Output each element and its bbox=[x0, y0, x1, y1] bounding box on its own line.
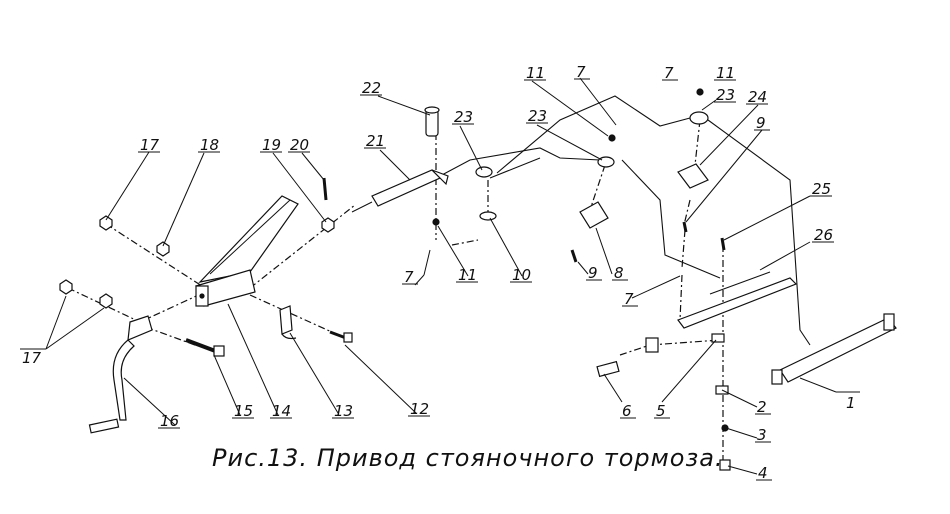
pin-part-22 bbox=[424, 106, 440, 137]
nut-part-17-top bbox=[99, 215, 113, 231]
label-3: 3 bbox=[757, 426, 767, 444]
label-18: 18 bbox=[200, 136, 219, 154]
pin-part-6 bbox=[596, 360, 620, 378]
lever-arm-part-16 bbox=[88, 315, 153, 434]
label-7-right: 7 bbox=[664, 64, 674, 82]
pin-part-11-c bbox=[696, 88, 704, 96]
parts bbox=[59, 88, 897, 471]
bolt-part-12 bbox=[329, 330, 353, 343]
bolt-part-15 bbox=[185, 338, 225, 357]
brake-cables bbox=[439, 95, 811, 346]
label-8: 8 bbox=[614, 264, 624, 282]
clip-part-5 bbox=[711, 333, 725, 343]
pin-part-11-b bbox=[608, 134, 616, 142]
label-24: 24 bbox=[748, 88, 767, 106]
label-23-b: 23 bbox=[528, 107, 547, 125]
label-6: 6 bbox=[622, 402, 632, 420]
label-7-lower: 7 bbox=[624, 290, 634, 308]
fork-part bbox=[645, 337, 659, 353]
figure-caption: Рис.13. Привод стояночного тормоза. bbox=[212, 444, 724, 472]
label-20: 20 bbox=[290, 136, 309, 154]
lever-part-14 bbox=[195, 195, 299, 307]
label-9-right: 9 bbox=[756, 114, 766, 132]
label-25: 25 bbox=[812, 180, 831, 198]
bracket-part-8 bbox=[579, 201, 609, 229]
label-26: 26 bbox=[814, 226, 833, 244]
label-7-left: 7 bbox=[404, 268, 414, 286]
label-17-left: 17 bbox=[22, 349, 42, 367]
bolt-part-9-a bbox=[570, 249, 578, 263]
label-16: 16 bbox=[160, 412, 179, 430]
pulley-part-23-b bbox=[597, 156, 615, 168]
label-15: 15 bbox=[234, 402, 253, 420]
label-4: 4 bbox=[758, 464, 768, 482]
label-12: 12 bbox=[410, 400, 429, 418]
label-9-left: 9 bbox=[588, 264, 598, 282]
label-2: 2 bbox=[757, 398, 767, 416]
nut-part-17-left-b bbox=[99, 293, 113, 309]
label-17-top: 17 bbox=[140, 136, 160, 154]
label-10: 10 bbox=[512, 266, 531, 284]
label-7-top: 7 bbox=[576, 63, 586, 81]
pulley-part-23-a bbox=[475, 166, 493, 178]
leader-lines bbox=[45, 77, 837, 475]
bolt-part-25 bbox=[720, 237, 726, 251]
label-13: 13 bbox=[334, 402, 353, 420]
label-19: 19 bbox=[262, 136, 281, 154]
nut-part-4 bbox=[719, 459, 731, 471]
label-22: 22 bbox=[362, 79, 381, 97]
label-5: 5 bbox=[656, 402, 666, 420]
part-number-labels: 17 18 19 20 21 22 23 11 7 23 7 11 23 24 … bbox=[20, 63, 860, 482]
label-1: 1 bbox=[846, 394, 856, 412]
label-11-right: 11 bbox=[716, 64, 735, 82]
nut-part-19 bbox=[321, 217, 335, 233]
bracket-part-13 bbox=[279, 305, 297, 340]
label-23-c: 23 bbox=[716, 86, 735, 104]
label-14: 14 bbox=[272, 402, 291, 420]
nut-part-17-left-a bbox=[59, 279, 73, 295]
bar-part-1 bbox=[771, 313, 897, 385]
label-11-top: 11 bbox=[526, 64, 545, 82]
label-11-left: 11 bbox=[458, 266, 477, 284]
nut-part-18 bbox=[156, 241, 170, 257]
bolt-part-9-b bbox=[682, 221, 688, 233]
label-23-a: 23 bbox=[454, 108, 473, 126]
washer-part-3 bbox=[721, 424, 729, 432]
bolt-part-20 bbox=[322, 177, 328, 201]
rod-part-21 bbox=[351, 169, 449, 213]
washer-part-10 bbox=[479, 211, 497, 221]
pulley-part-23-c bbox=[689, 111, 709, 125]
bracket-part-24 bbox=[677, 163, 709, 189]
pin-part-11-a bbox=[432, 218, 440, 226]
label-21: 21 bbox=[366, 132, 385, 150]
equalizer-part-26 bbox=[677, 271, 798, 329]
